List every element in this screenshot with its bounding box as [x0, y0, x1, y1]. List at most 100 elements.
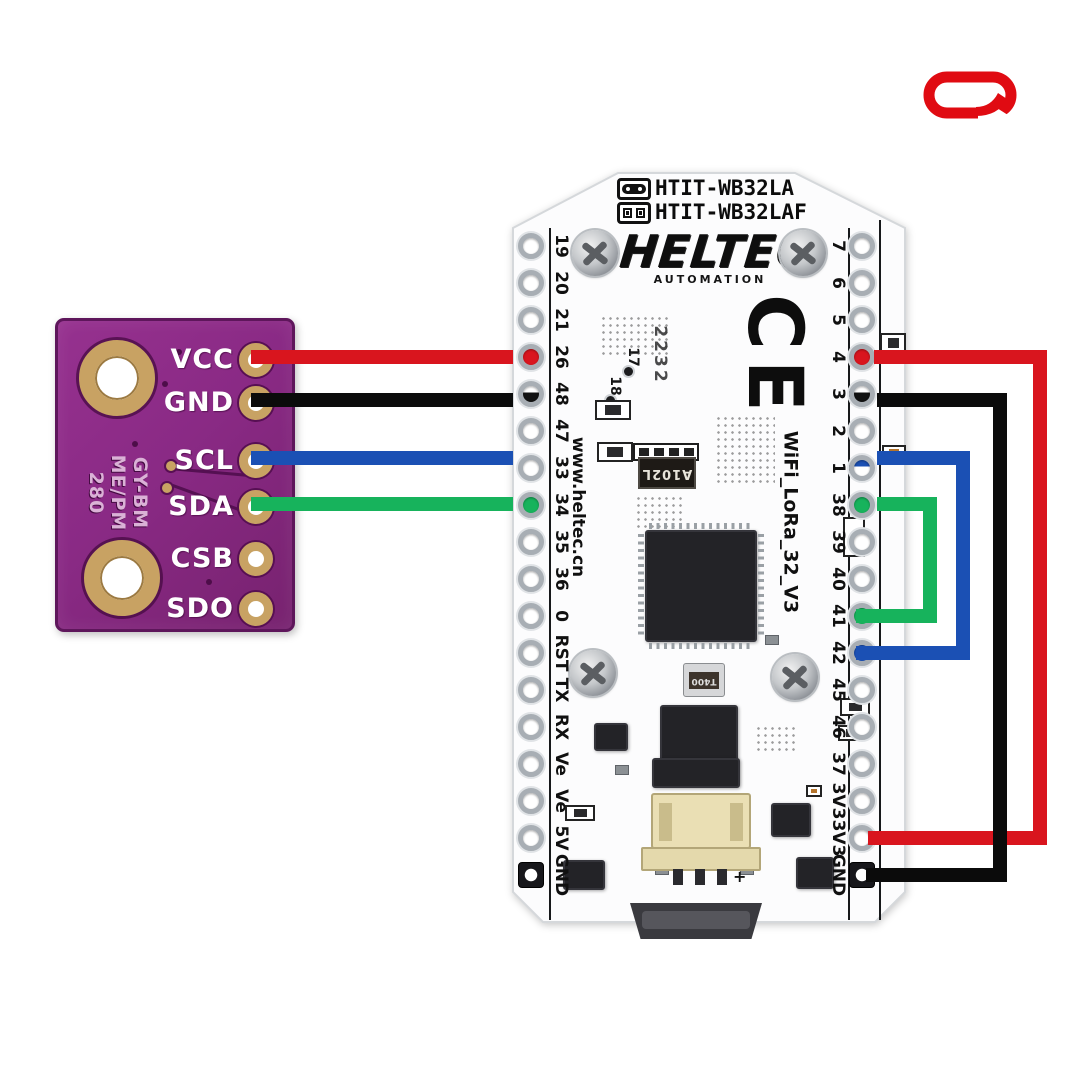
connector-pin — [695, 869, 705, 885]
heltec-lora32-board: HTIT-WB32LA HTIT-WB32LAF HELTEC AUTOMATI… — [505, 165, 915, 955]
board-model: WiFi_LoRa_32_V3 — [779, 430, 802, 614]
chip-pins — [649, 643, 753, 649]
wire-scl-blue — [877, 451, 970, 465]
pin-label: GND — [828, 853, 848, 897]
website-url: www.heltec.cn — [568, 436, 588, 578]
drill-dot — [206, 579, 212, 585]
pin-hole-ve — [518, 788, 544, 814]
pin-hole-20 — [518, 270, 544, 296]
wire-gnd-black — [877, 393, 1007, 407]
via-label-18: 18 — [607, 376, 623, 396]
header-line-left — [549, 228, 551, 920]
pin-hole-2 — [849, 418, 875, 444]
pin-hole-6 — [849, 270, 875, 296]
screw-icon — [780, 230, 826, 276]
sensor-pin-label: SDO — [166, 593, 234, 624]
wire-scl-blue — [856, 646, 970, 660]
pin-hole-48-gnd-wire — [518, 381, 544, 407]
sensor-pin-label: VCC — [170, 344, 234, 375]
jumper-closed-icon — [617, 178, 651, 200]
pin-hole-47 — [518, 418, 544, 444]
screw-icon — [572, 230, 618, 276]
wire-vcc-red — [251, 350, 513, 364]
crystal-label: T400 — [689, 672, 719, 689]
pin-hole-38-sda-wire — [849, 492, 875, 518]
pin-hole-5 — [849, 307, 875, 333]
heltec-logo-subtitle: AUTOMATION — [653, 273, 767, 286]
small-ic — [594, 723, 628, 751]
header-line-right-outer — [879, 220, 881, 920]
small-ic — [771, 803, 811, 837]
smd-component — [565, 805, 595, 821]
screw-icon — [570, 650, 616, 696]
smd-component — [595, 400, 631, 420]
wire-sda-green — [923, 497, 937, 623]
small-ic — [796, 857, 834, 889]
pin-hole-4-vcc-wire — [849, 344, 875, 370]
drill-dot — [176, 349, 182, 355]
pin-pad-gnd — [518, 862, 544, 888]
jumper-open-icon — [617, 202, 651, 224]
small-ic — [652, 758, 740, 788]
pin-hole-19 — [518, 233, 544, 259]
smd-component — [597, 442, 633, 462]
pin-hole-26-vcc-wire — [518, 344, 544, 370]
pin-hole-34-sda-wire — [518, 492, 544, 518]
wire-gnd-black — [251, 393, 513, 407]
pin-hole-3v3 — [849, 788, 875, 814]
pin-label: GND — [551, 853, 571, 897]
dot-pattern — [755, 725, 799, 755]
sensor-pin-label: SDA — [168, 491, 234, 522]
mount-hole — [84, 540, 160, 616]
heltec-logo: HELTEC — [617, 225, 813, 278]
pin-hole-37 — [849, 751, 875, 777]
via — [166, 461, 176, 471]
pin-hole-46 — [849, 714, 875, 740]
pin-hole-5v — [518, 825, 544, 851]
dot-pattern — [715, 415, 775, 485]
sensor-pin-label: CSB — [170, 543, 234, 574]
silk-line: ME/PM — [107, 454, 129, 532]
via — [162, 483, 172, 493]
silk-line: 280 — [85, 471, 107, 515]
wire-vcc-red — [1033, 350, 1047, 845]
pin-hole-rx — [518, 714, 544, 740]
connector-pin — [717, 869, 727, 885]
wire-sda-green — [856, 609, 937, 623]
red-ring-logo-icon — [923, 71, 1019, 122]
sensor-pin-label: SCL — [174, 445, 234, 476]
sensor-pin-label: GND — [163, 387, 234, 418]
pin-hole-1-scl-wire — [849, 455, 875, 481]
plus-marking: + — [733, 867, 747, 886]
capacitor — [615, 765, 629, 775]
wire-sda-green — [877, 497, 937, 511]
sensor-pad-csb — [239, 542, 273, 576]
pin-hole-36 — [518, 566, 544, 592]
battery-connector-flange — [641, 847, 761, 871]
battery-connector — [651, 793, 751, 849]
wire-vcc-red — [874, 350, 1047, 364]
chip-pins — [758, 534, 764, 638]
pin-hole-33 — [518, 455, 544, 481]
pin-hole-tx — [518, 677, 544, 703]
pin-hole-45 — [849, 677, 875, 703]
variant-label-1: HTIT-WB32LA — [655, 176, 795, 200]
wire-sda-green — [251, 497, 513, 511]
via-dot — [624, 367, 633, 376]
small-ic — [563, 860, 605, 890]
pin-hole-40 — [849, 566, 875, 592]
pin-hole-3-gnd-wire — [849, 381, 875, 407]
ce-mark: CE — [731, 294, 820, 422]
wire-scl-blue — [956, 451, 970, 660]
connector-pin — [673, 869, 683, 885]
wire-vcc-red — [868, 831, 1047, 845]
resistor-a102l: A102L — [638, 457, 696, 489]
esp32-chip — [645, 530, 757, 642]
usb-c-port — [630, 903, 762, 939]
chip-pins — [649, 523, 753, 529]
smd-component — [806, 785, 822, 797]
wire-gnd-black — [866, 868, 1007, 882]
pin-hole-21 — [518, 307, 544, 333]
capacitor — [765, 635, 779, 645]
